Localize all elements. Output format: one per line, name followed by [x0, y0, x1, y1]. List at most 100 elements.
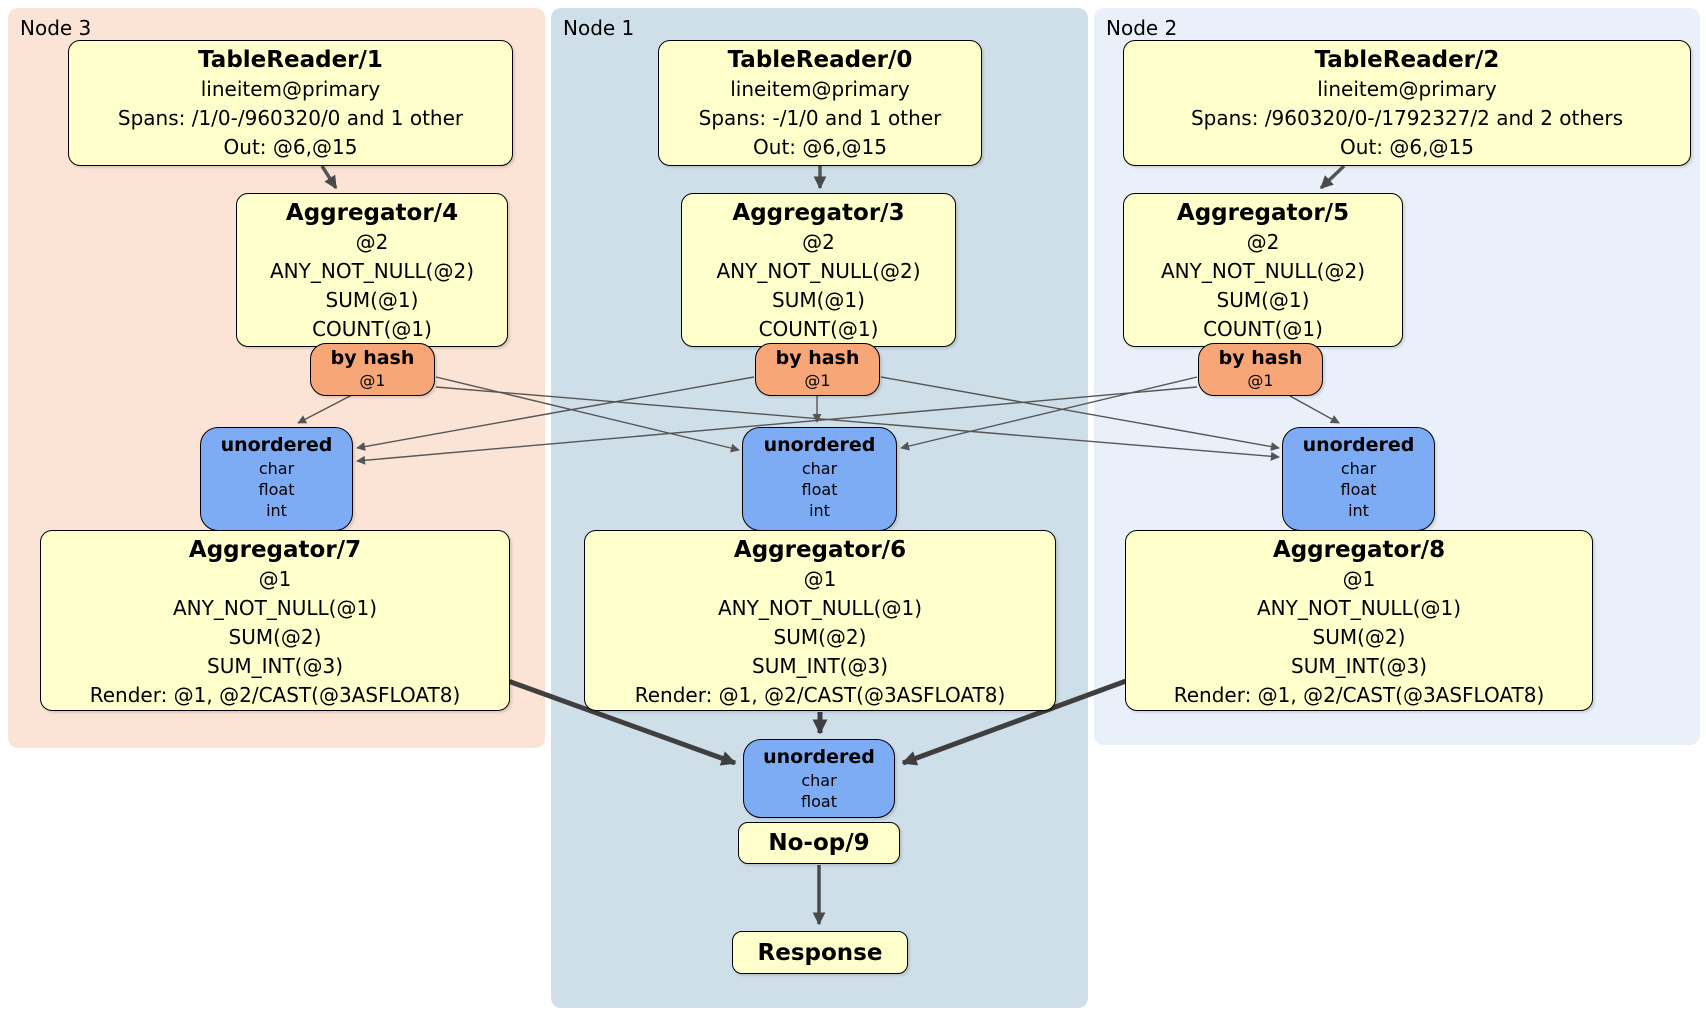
node-title: No-op/9	[768, 830, 870, 856]
node-line: int	[809, 501, 830, 520]
node-line: float	[1340, 480, 1377, 499]
node-line: int	[1348, 501, 1369, 520]
node-line: lineitem@primary	[200, 77, 381, 101]
node-line: SUM_INT(@3)	[752, 654, 888, 678]
router-by-hash-node3: by hash @1	[310, 343, 435, 396]
tablereader-to-aggregator-arrows	[320, 164, 1346, 190]
node-title: Aggregator/7	[188, 537, 362, 563]
final-merge-edges	[507, 678, 1127, 766]
edge-byhash2-unordered3	[356, 386, 1198, 465]
edge-byhash3-unordered3	[297, 394, 353, 424]
router-title: by hash	[1218, 347, 1303, 369]
router-details: @1	[1199, 371, 1322, 391]
router-by-hash-node1: by hash @1	[755, 343, 880, 396]
edge-tr2-agg5	[1319, 164, 1346, 190]
router-details: @1	[311, 371, 434, 391]
node-line: Render: @1, @2/CAST(@3ASFLOAT8)	[1173, 683, 1545, 707]
edge-agg7-final	[507, 678, 737, 766]
node-line: SUM(@1)	[325, 288, 419, 312]
sync-title: unordered	[1302, 434, 1415, 456]
sync-title: unordered	[763, 434, 876, 456]
node-line: @1	[1342, 567, 1376, 591]
node-line: Out: @6,@15	[753, 135, 887, 159]
node-noop-9: No-op/9	[738, 822, 900, 864]
node-line: @2	[1246, 230, 1280, 254]
node-line: int	[266, 501, 287, 520]
node-line: @1	[803, 567, 837, 591]
node-line: COUNT(@1)	[758, 317, 879, 341]
node-line: SUM_INT(@3)	[207, 654, 343, 678]
node-line: Render: @1, @2/CAST(@3ASFLOAT8)	[634, 683, 1006, 707]
node-line: Spans: /960320/0-/1792327/2 and 2 others	[1190, 106, 1623, 130]
router-details: @1	[756, 371, 879, 391]
node-line: lineitem@primary	[1317, 77, 1497, 101]
sync-details: char float int	[743, 458, 896, 521]
edge-byhash3-unordered2	[435, 386, 1280, 461]
sync-title: unordered	[763, 746, 875, 768]
node-line: @2	[802, 230, 835, 254]
node-line: Spans: -/1/0 and 1 other	[698, 106, 942, 130]
node-line: Render: @1, @2/CAST(@3ASFLOAT8)	[89, 683, 461, 707]
node-line: Spans: /1/0-/960320/0 and 1 other	[117, 106, 464, 130]
node-line: SUM(@2)	[1312, 625, 1406, 649]
edge-byhash1-unordered3	[356, 376, 755, 452]
node-line: float	[801, 792, 837, 811]
node-line: SUM_INT(@3)	[1291, 654, 1427, 678]
node-line: float	[258, 480, 295, 499]
node-line: SUM(@2)	[228, 625, 322, 649]
panel-node-3-label: Node 3	[20, 16, 92, 40]
node-line: @1	[359, 371, 386, 390]
node-title: Aggregator/3	[732, 200, 905, 226]
node-line: char	[258, 459, 295, 478]
node-line: ANY_NOT_NULL(@2)	[1161, 259, 1365, 283]
node-line: COUNT(@1)	[1203, 317, 1323, 341]
router-title: by hash	[330, 347, 415, 369]
sync-title: unordered	[220, 434, 333, 456]
node-title: Aggregator/5	[1176, 200, 1350, 226]
router-by-hash-node2: by hash @1	[1198, 343, 1323, 396]
node-title: TableReader/0	[727, 47, 913, 73]
node-line: float	[801, 480, 838, 499]
node-line: char	[801, 459, 838, 478]
edge-tr1-agg4	[320, 165, 338, 190]
node-title: TableReader/2	[1314, 47, 1500, 73]
node-line: ANY_NOT_NULL(@1)	[1257, 596, 1461, 620]
node-line: char	[801, 771, 837, 790]
node-title: Aggregator/4	[285, 200, 459, 226]
node-line: COUNT(@1)	[312, 317, 432, 341]
sync-details: char float	[744, 770, 894, 812]
node-line: lineitem@primary	[730, 77, 910, 101]
node-title: Aggregator/8	[1272, 537, 1446, 563]
sync-unordered-final: unordered char float	[743, 739, 895, 818]
edge-agg8-final	[901, 678, 1127, 766]
node-line: Out: @6,@15	[1340, 135, 1474, 159]
sync-unordered-node1: unordered char float int	[742, 427, 897, 531]
router-title: by hash	[775, 347, 860, 369]
node-line: SUM(@1)	[772, 288, 865, 312]
node-line: ANY_NOT_NULL(@1)	[718, 596, 922, 620]
node-line: @2	[355, 230, 389, 254]
hash-router-mesh-edges	[297, 376, 1340, 465]
node-title: Response	[757, 939, 883, 966]
edge-byhash3-unordered1	[435, 376, 740, 453]
node-line: @1	[804, 371, 831, 390]
node-title: TableReader/1	[198, 47, 383, 73]
edge-byhash2-unordered2	[1289, 395, 1340, 424]
